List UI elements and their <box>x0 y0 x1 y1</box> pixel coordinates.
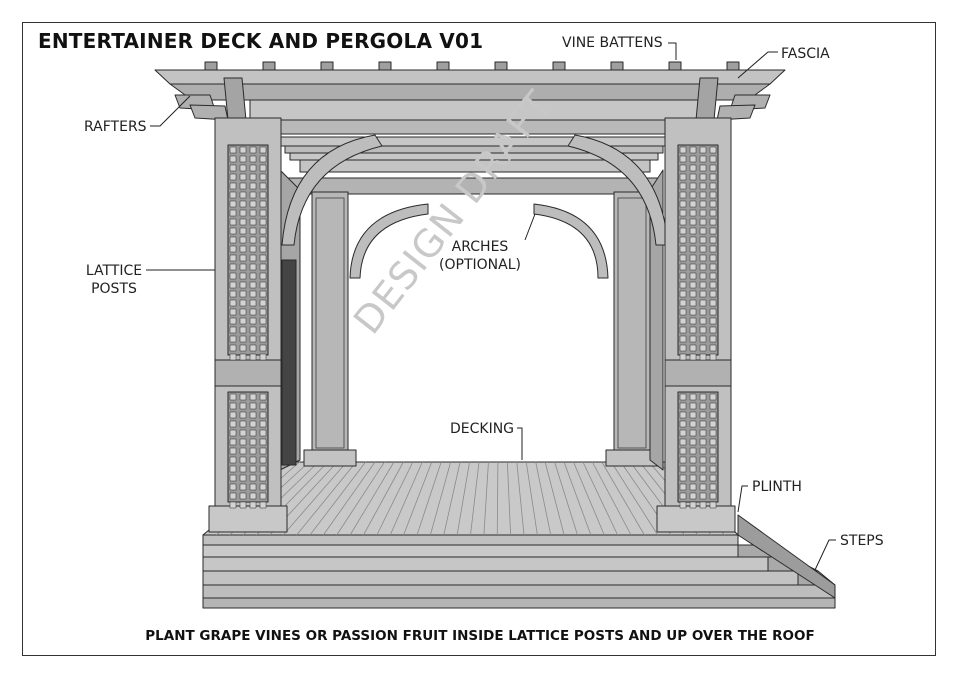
decking <box>202 461 739 536</box>
front-arches <box>281 134 669 246</box>
label-decking: DECKING <box>450 421 515 437</box>
label-fascia: FASCIA <box>781 46 830 62</box>
label-arches-line2: (OPTIONAL) <box>439 257 521 273</box>
lattice-posts <box>208 117 736 533</box>
deck-steps <box>202 514 836 609</box>
label-lattice-posts: LATTICE POSTS <box>82 262 146 298</box>
roof <box>154 61 786 135</box>
rear-structure <box>279 159 664 471</box>
drawing-title: ENTERTAINER DECK AND PERGOLA V01 <box>38 29 484 53</box>
label-steps: STEPS <box>840 533 884 549</box>
footer-note: PLANT GRAPE VINES OR PASSION FRUIT INSID… <box>145 628 815 644</box>
label-plinth: PLINTH <box>752 479 802 495</box>
label-lattice-posts-line2: POSTS <box>91 281 137 297</box>
label-arches: ARCHES (OPTIONAL) <box>432 238 528 274</box>
label-rafters: RAFTERS <box>84 119 147 135</box>
label-vine-battens: VINE BATTENS <box>562 35 663 51</box>
label-lattice-posts-line1: LATTICE <box>85 263 143 279</box>
label-arches-line1: ARCHES <box>451 239 509 255</box>
leader-lines <box>146 42 836 571</box>
